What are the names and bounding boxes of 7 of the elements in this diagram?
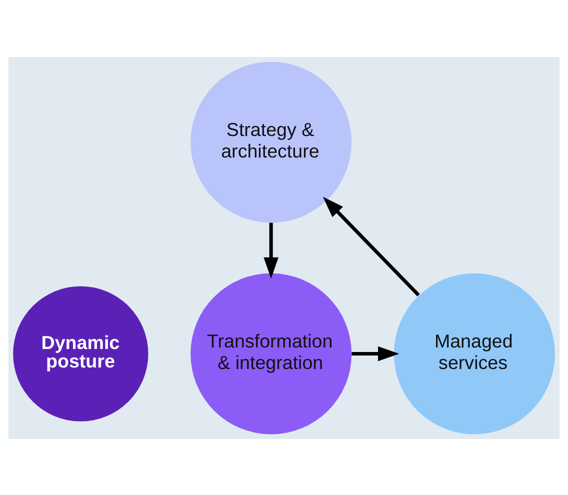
node-circle: Transformation & integration <box>190 272 352 434</box>
arrow <box>264 222 278 278</box>
arrow <box>322 196 420 296</box>
node-circle: Dynamic posture <box>13 286 148 421</box>
node-circle: Strategy & architecture <box>190 61 352 222</box>
arrow <box>352 346 400 361</box>
node-circle: Managed services <box>394 272 555 434</box>
